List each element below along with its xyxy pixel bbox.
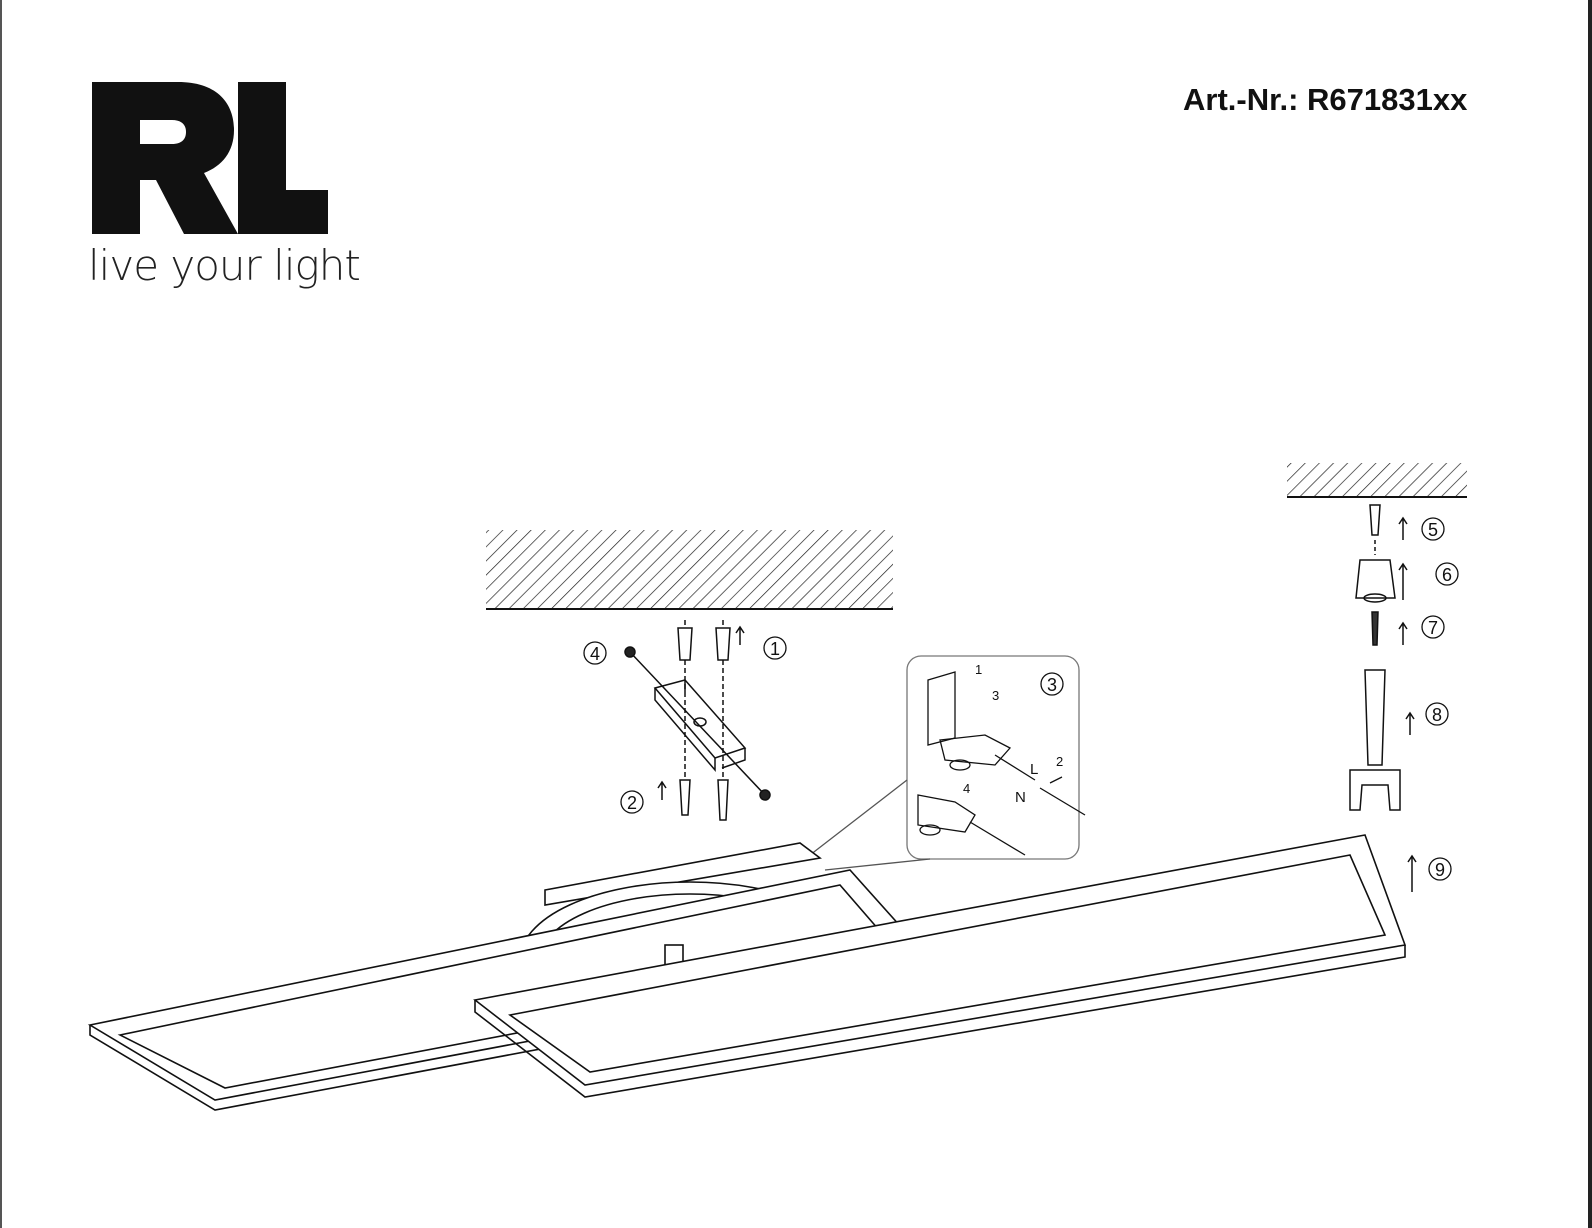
- step-marker-4: 4: [583, 641, 607, 665]
- step-marker-1: 1: [763, 636, 787, 660]
- svg-text:7: 7: [1428, 618, 1438, 638]
- ceiling-lamp: [87, 834, 1407, 1111]
- mounting-bracket: [624, 620, 771, 821]
- svg-text:4: 4: [590, 644, 600, 664]
- step-marker-9: 9: [1428, 857, 1452, 881]
- brand-logo: [92, 82, 328, 234]
- step-marker-7: 7: [1421, 615, 1445, 639]
- ceiling-hatch-side: [1287, 463, 1467, 498]
- wiring-detail-box: [809, 655, 1086, 871]
- svg-text:5: 5: [1428, 520, 1438, 540]
- svg-text:8: 8: [1432, 705, 1442, 725]
- svg-text:6: 6: [1442, 565, 1452, 585]
- detail-substep-1: 1: [975, 662, 982, 677]
- article-number: Art.-Nr.: R671831xx: [1183, 82, 1468, 117]
- ceiling-hatch-main: [486, 530, 893, 610]
- brand-tagline: live your light: [88, 241, 361, 290]
- step-marker-2: 2: [620, 790, 644, 814]
- step-marker-6: 6: [1435, 562, 1459, 586]
- step-marker-5: 5: [1421, 517, 1445, 541]
- page-border-right: [1588, 0, 1592, 1228]
- wire-neutral-label: N: [1015, 789, 1026, 806]
- svg-text:9: 9: [1435, 860, 1445, 880]
- detail-substep-3: 3: [992, 688, 999, 703]
- step-marker-8: 8: [1425, 702, 1449, 726]
- hanging-parts: [1349, 504, 1417, 892]
- svg-text:3: 3: [1047, 675, 1057, 695]
- page-border-left: [0, 0, 2, 1228]
- detail-substep-4: 4: [963, 781, 970, 796]
- svg-text:1: 1: [770, 639, 780, 659]
- step-marker-3: 3: [1040, 672, 1064, 696]
- svg-text:2: 2: [627, 793, 637, 813]
- detail-substep-2: 2: [1056, 754, 1063, 769]
- wire-live-label: L: [1030, 761, 1038, 778]
